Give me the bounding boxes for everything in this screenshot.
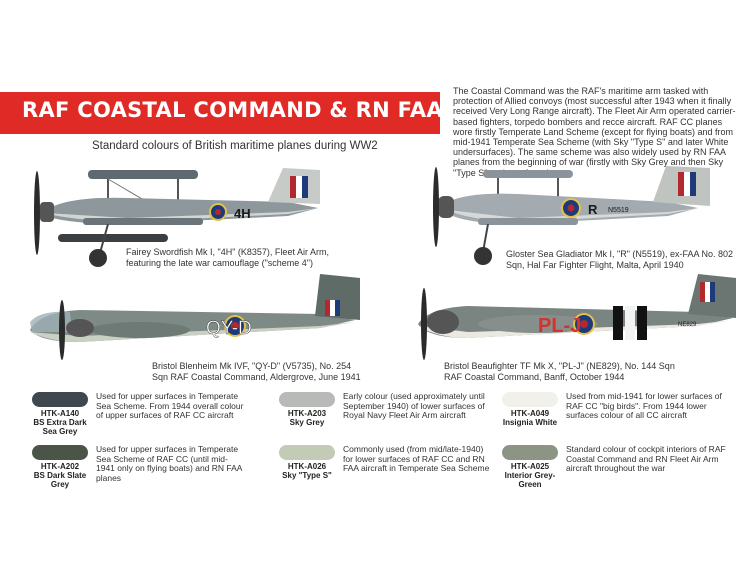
color-chip-a140: [32, 392, 88, 407]
title-banner: RAF COASTAL COMMAND & RN FAA PAINT SET: [0, 92, 573, 134]
paint-swatch-a026: HTK-A026 Sky "Type S" Commonly used (fro…: [277, 444, 493, 480]
paint-description: Used for upper surfaces in Temperate Sea…: [96, 444, 243, 483]
color-chip-a026: [279, 445, 335, 460]
paint-description: Early colour (used approximately until S…: [343, 391, 485, 421]
paint-swatch-a203: HTK-A203 Sky Grey Early colour (used app…: [277, 391, 493, 427]
blenheim-illustration: QY-D: [30, 274, 360, 360]
paint-name: Sky Grey: [289, 418, 325, 427]
paint-code: HTK-A026: [287, 462, 327, 471]
swordfish-illustration: 4H: [34, 168, 320, 267]
gladiator-caption: Gloster Sea Gladiator Mk I, "R" (N5519),…: [506, 249, 733, 270]
beaufighter-code-marking: PL-J: [538, 315, 581, 337]
paint-swatch-a049: HTK-A049 Insignia White Used from mid-19…: [500, 391, 736, 427]
paint-code: HTK-A203: [287, 409, 327, 418]
paint-code: HTK-A049: [510, 409, 550, 418]
paint-name: BS Dark Slate Grey: [33, 471, 87, 489]
color-chip-a049: [502, 392, 558, 407]
paint-name: BS Extra Dark Sea Grey: [33, 418, 87, 436]
page-title: RAF COASTAL COMMAND & RN FAA PAINT SET: [22, 98, 574, 122]
paint-code: HTK-A140: [40, 409, 80, 418]
swordfish-code-marking: 4H: [234, 206, 251, 221]
color-chip-a203: [279, 392, 335, 407]
beaufighter-illustration: PL-J NE829: [418, 274, 736, 360]
beaufighter-serial: NE829: [678, 322, 697, 328]
color-chip-a202: [32, 445, 88, 460]
blenheim-caption: Bristol Blenheim Mk IVF, "QY-D" (V5735),…: [152, 361, 361, 382]
paint-swatch-a025: HTK-A025 Interior Grey-Green Standard co…: [500, 444, 736, 489]
gladiator-illustration: R N5519: [433, 166, 710, 265]
swordfish-caption: Fairey Swordfish Mk I, "4H" (K8357), Fle…: [126, 247, 329, 268]
paint-description: Commonly used (from mid/late-1940) for l…: [343, 444, 490, 474]
page-subtitle: Standard colours of British maritime pla…: [92, 140, 378, 152]
paint-code: HTK-A202: [40, 462, 80, 471]
beaufighter-caption: Bristol Beaufighter TF Mk X, "PL-J" (NE8…: [444, 361, 675, 382]
gladiator-code-marking: R: [588, 202, 598, 217]
paint-code: HTK-A025: [510, 462, 550, 471]
blenheim-code-marking: QY-D: [206, 318, 252, 339]
paint-description: Standard colour of cockpit interiors of …: [566, 444, 726, 474]
paint-description: Used for upper surfaces in Temperate Sea…: [96, 391, 244, 421]
gladiator-serial: N5519: [608, 207, 629, 214]
paint-name: Insignia White: [502, 418, 558, 427]
paint-name: Sky "Type S": [282, 471, 332, 480]
color-chip-a025: [502, 445, 558, 460]
paint-description: Used from mid-1941 for lower surfaces of…: [566, 391, 722, 421]
paint-swatch-a140: HTK-A140 BS Extra Dark Sea Grey Used for…: [30, 391, 246, 436]
paint-swatch-a202: HTK-A202 BS Dark Slate Grey Used for upp…: [30, 444, 246, 489]
paint-name: Interior Grey-Green: [504, 471, 556, 489]
